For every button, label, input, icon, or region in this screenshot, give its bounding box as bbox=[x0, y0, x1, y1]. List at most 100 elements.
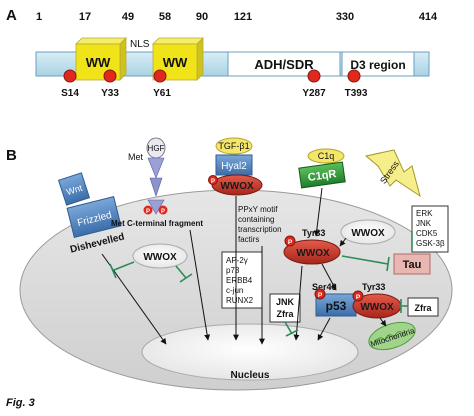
d3-region-label: D3 region bbox=[350, 58, 405, 72]
inhibition bbox=[284, 321, 293, 335]
c1q-label: C1q bbox=[318, 151, 335, 161]
inhibition-bar bbox=[109, 263, 117, 279]
panel-a-label: A bbox=[6, 7, 17, 24]
adh-sdr-domain bbox=[227, 51, 341, 77]
wwox-activated-node: WWOX P bbox=[283, 235, 341, 265]
mitochondria-icon: Mitochondria bbox=[368, 321, 416, 351]
phospho-label: P bbox=[356, 294, 361, 301]
phosphosite-dot-y287 bbox=[307, 69, 321, 83]
inhibition-bar bbox=[386, 256, 390, 272]
position-label: 121 bbox=[234, 11, 252, 23]
c1qr-label: C1qR bbox=[307, 168, 337, 184]
p53-node: p53 P bbox=[314, 288, 357, 317]
inhibition bbox=[175, 265, 187, 279]
tau-node: Tau bbox=[393, 253, 431, 275]
tf-item: ERBB4 bbox=[226, 276, 253, 285]
tf-item: AP-2γ bbox=[226, 256, 248, 265]
inhibition-bar bbox=[285, 329, 299, 337]
inhibition bbox=[113, 261, 135, 271]
ww-domain-2: WW bbox=[152, 37, 204, 81]
position-label: 1 bbox=[36, 11, 42, 23]
nls-label: NLS bbox=[130, 39, 150, 50]
jnk-zfra-item: Zfra bbox=[276, 309, 294, 319]
wnt-ligand: Wnt bbox=[57, 172, 91, 206]
wwox-center-label: WWOX bbox=[296, 248, 330, 259]
ser46-label: Ser46 bbox=[312, 282, 337, 292]
zfra-node: Zfra bbox=[407, 297, 439, 317]
inhibition bbox=[341, 255, 389, 265]
inhibition-lines bbox=[109, 232, 413, 337]
position-label: 58 bbox=[159, 11, 171, 23]
site-label: T393 bbox=[345, 88, 368, 99]
zfra-right-label: Zfra bbox=[414, 303, 432, 313]
met-label: Met bbox=[128, 152, 144, 162]
phosphosite-dot-t393 bbox=[347, 69, 361, 83]
arrow bbox=[317, 317, 331, 341]
wwox-stress-node: WWOX bbox=[340, 219, 396, 245]
c1qr-receptor: C1qR bbox=[298, 161, 346, 189]
ppxy-line: PPxY motif bbox=[238, 205, 278, 214]
site-label: Y61 bbox=[153, 88, 171, 99]
kinase-item: JNK bbox=[416, 219, 432, 228]
site-label: Y287 bbox=[302, 88, 326, 99]
arrow bbox=[189, 229, 211, 341]
wwox-left-label: WWOX bbox=[143, 252, 177, 263]
stress-bolt-icon: Stress bbox=[364, 149, 421, 198]
tgf-beta-ligand: TGF-β1 bbox=[215, 137, 253, 155]
phospho-label: P bbox=[161, 209, 165, 215]
phospho-label: P bbox=[211, 179, 215, 185]
position-label: 17 bbox=[79, 11, 91, 23]
hgf-label: HGF bbox=[148, 144, 165, 153]
wnt-label: Wnt bbox=[65, 183, 84, 198]
ww-domain-2-label: WW bbox=[163, 55, 188, 70]
position-label: 49 bbox=[122, 11, 134, 23]
inhibition-bar bbox=[179, 273, 193, 283]
position-label: 90 bbox=[196, 11, 208, 23]
arrow bbox=[321, 263, 337, 291]
wwox-membrane-label: WWOX bbox=[220, 181, 254, 192]
nucleus-label: Nucleus bbox=[231, 370, 270, 381]
arrow bbox=[339, 237, 347, 247]
kinase-item: CDK5 bbox=[416, 229, 438, 238]
phosphosite-dot-s14 bbox=[63, 69, 77, 83]
met-fragment-phospho: P P bbox=[143, 205, 168, 215]
ppxy-line: factirs bbox=[238, 235, 259, 244]
phospho-label: P bbox=[318, 292, 323, 299]
figure-caption: Fig. 3 bbox=[6, 397, 35, 409]
site-label: Y33 bbox=[101, 88, 119, 99]
panel-b-label: B bbox=[6, 147, 17, 164]
ppxy-text-block: PPxY motif containing transcription fact… bbox=[238, 205, 282, 244]
wwox-right-label: WWOX bbox=[351, 228, 385, 239]
phospho-label: P bbox=[146, 209, 150, 215]
wwox-membrane-node: WWOX P bbox=[208, 174, 263, 196]
kinase-list: ERK JNK CDK5 GSK-3β bbox=[411, 205, 449, 253]
met-fragment-label: Met C-terminal fragment bbox=[111, 219, 203, 228]
phospho-label: P bbox=[288, 239, 293, 246]
phosphosite-dot-y33 bbox=[103, 69, 117, 83]
tf-item: c-jun bbox=[226, 286, 243, 295]
d3-region-domain bbox=[341, 51, 415, 77]
kinase-item: GSK-3β bbox=[416, 239, 445, 248]
kinase-item: ERK bbox=[416, 209, 433, 218]
wwox-complex-label: WWOX bbox=[360, 302, 394, 313]
ppxy-line: transcription bbox=[238, 225, 282, 234]
nucleus bbox=[141, 323, 359, 381]
ww-domain-1-label: WW bbox=[86, 55, 111, 70]
tf-item: p73 bbox=[226, 266, 240, 275]
position-label: 414 bbox=[419, 11, 438, 23]
met-receptor: HGF bbox=[146, 137, 166, 215]
position-label: 330 bbox=[336, 11, 354, 23]
c1q-ligand: C1q bbox=[307, 148, 345, 164]
tau-label: Tau bbox=[403, 259, 422, 271]
arrow bbox=[313, 187, 323, 237]
arrow bbox=[379, 317, 387, 327]
tyr33-label-center: Tyr33 bbox=[302, 228, 325, 238]
wwox-cytoplasm-node: WWOX bbox=[132, 243, 188, 269]
frizzled-receptor: Frizzled bbox=[66, 196, 122, 238]
jnk-zfra-box: JNK Zfra bbox=[269, 293, 301, 323]
tf-item: RUNX2 bbox=[226, 296, 254, 305]
position-labels: 1 17 49 58 90 121 330 414 bbox=[36, 11, 438, 23]
ppxy-line: containing bbox=[238, 215, 274, 224]
tyr33-label-complex: Tyr33 bbox=[362, 282, 385, 292]
